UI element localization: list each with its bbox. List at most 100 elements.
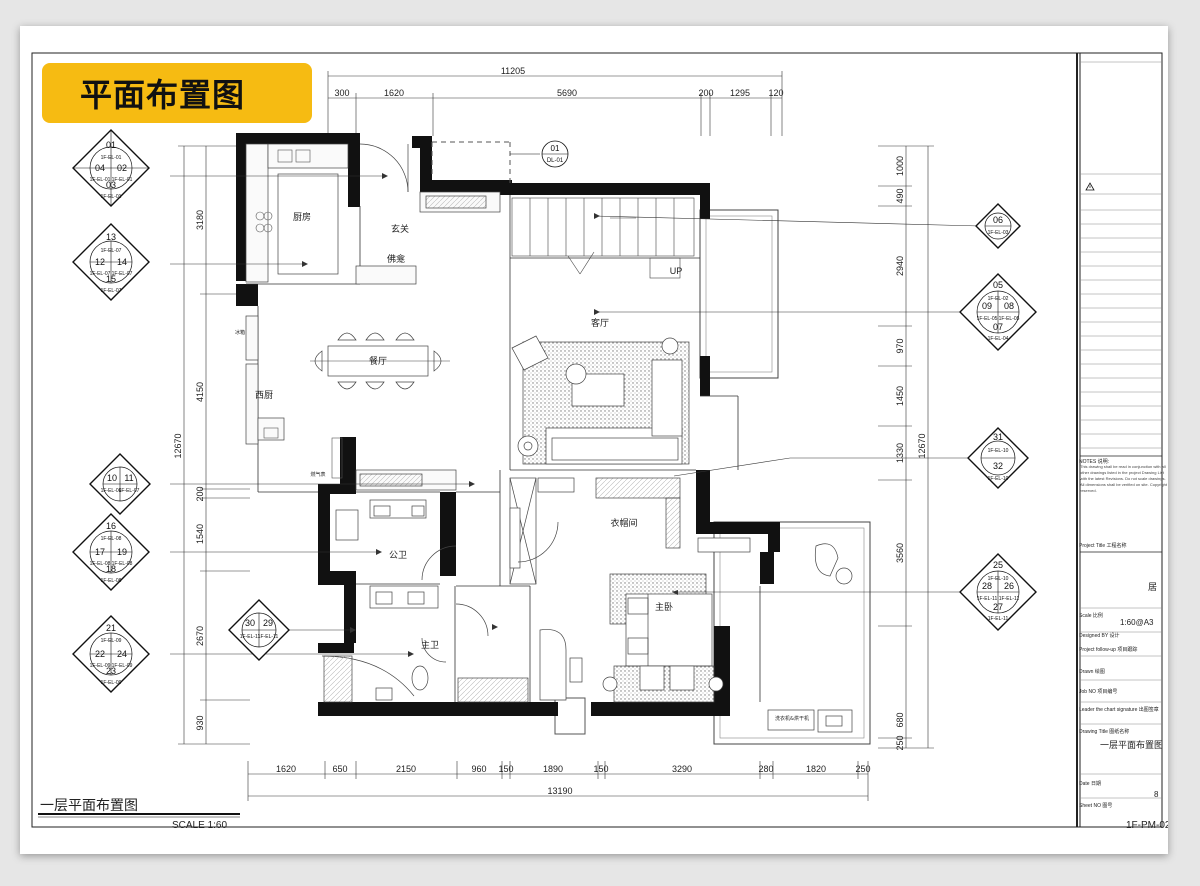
- dim-bottom-11: 250: [855, 764, 870, 774]
- dim-bottom-3: 2150: [396, 764, 416, 774]
- title-block-lines: [1080, 61, 1162, 799]
- svg-text:21: 21: [106, 623, 116, 633]
- marker-21-24: 21 1F-EL-09 22 1F-EL-09 24 1F-EL-09 23 1…: [72, 615, 150, 693]
- dim-top-2: 1620: [384, 88, 404, 98]
- dim-top-6: 120: [768, 88, 783, 98]
- doors: [359, 143, 559, 663]
- svg-text:1F-EL-02: 1F-EL-02: [988, 296, 1009, 302]
- fridge-label: 冰箱: [235, 329, 245, 336]
- marker-16-19: 16 1F-EL-08 17 1F-EL-08 19 1F-EL-08 18 1…: [72, 513, 150, 591]
- drawing-sheet: 11205 300 1620 5690 200 1295 120 1: [20, 26, 1168, 854]
- marker-06: 06 1F-EL-03: [975, 203, 1021, 249]
- svg-text:1F-EL-11: 1F-EL-11: [977, 596, 998, 602]
- dining-set: [310, 332, 450, 390]
- dim-left-2: 4150: [195, 382, 205, 402]
- svg-text:1F-EL-11: 1F-EL-11: [988, 616, 1009, 622]
- dim-left-1: 3180: [195, 210, 205, 230]
- east-balcony: [699, 209, 779, 379]
- dim-left-4: 1540: [195, 524, 205, 544]
- svg-text:13: 13: [106, 232, 116, 242]
- stair-up-label: UP: [670, 266, 683, 276]
- svg-text:03: 03: [106, 180, 116, 190]
- bottom-dimensions: [247, 761, 869, 801]
- drawn-label: Drawn 绘图: [1079, 669, 1105, 675]
- svg-text:26: 26: [1004, 581, 1014, 591]
- dim-left-5: 2670: [195, 626, 205, 646]
- footer-subtitle: 一层平面布置图: [40, 798, 138, 814]
- top-dimensions: [327, 71, 783, 136]
- sheet-number: 1F-PM-02: [1126, 820, 1168, 831]
- svg-text:1F-EL-10: 1F-EL-10: [988, 448, 1009, 454]
- bathroom-fixtures: [321, 499, 529, 703]
- dim-right-2: 490: [895, 188, 905, 203]
- date-value: 8: [1154, 790, 1159, 799]
- svg-text:09: 09: [982, 301, 992, 311]
- svg-text:1F-EL-07: 1F-EL-07: [101, 248, 122, 254]
- svg-text:14: 14: [117, 257, 127, 267]
- page-title: 平面布置图: [42, 63, 312, 123]
- bay-window: [554, 697, 586, 735]
- svg-text:30: 30: [245, 618, 255, 628]
- svg-text:16: 16: [106, 521, 116, 531]
- scale-label: Scale 比例: [1079, 613, 1103, 619]
- svg-text:32: 32: [993, 461, 1003, 471]
- dim-right-1: 1000: [895, 156, 905, 176]
- svg-text:1F-EL-11: 1F-EL-11: [999, 596, 1020, 602]
- marker-dl-01: 01 DL-01: [510, 140, 569, 168]
- dim-right-4: 970: [895, 338, 905, 353]
- svg-text:19: 19: [117, 547, 127, 557]
- room-kitchen: 厨房: [293, 211, 311, 223]
- svg-text:17: 17: [95, 547, 105, 557]
- svg-text:1F-EL-05: 1F-EL-05: [999, 316, 1020, 322]
- date-label: Date 日期: [1079, 781, 1101, 787]
- svg-text:1F-EL-05: 1F-EL-05: [977, 316, 998, 322]
- laundry-label: 洗衣机&烘干机: [775, 715, 809, 722]
- dim-top-3: 5690: [557, 88, 577, 98]
- room-western-kitchen: 西厨: [255, 390, 273, 401]
- svg-text:1F-EL-09: 1F-EL-09: [101, 638, 122, 644]
- floor-plan-drawing: 11205 300 1620 5690 200 1295 120 1: [31, 52, 1163, 831]
- svg-text:05: 05: [993, 280, 1003, 290]
- room-living: 客厅: [591, 317, 609, 329]
- dim-bottom-total: 13190: [547, 786, 572, 796]
- kitchen-cabinets: [245, 143, 349, 445]
- dim-bottom-2: 650: [332, 764, 347, 774]
- closet-furniture: [509, 477, 751, 585]
- svg-text:18: 18: [106, 564, 116, 574]
- svg-text:24: 24: [117, 649, 127, 659]
- room-master-bedroom: 主卧: [655, 601, 673, 613]
- svg-text:1F-EL-11: 1F-EL-11: [240, 634, 261, 640]
- marker-30-29: 30 1F-EL-11 29 1F-EL-11: [228, 599, 290, 661]
- svg-text:1F-EL-03: 1F-EL-03: [988, 230, 1009, 236]
- svg-text:1F-EL-07: 1F-EL-07: [90, 271, 111, 277]
- dim-right-6: 1330: [895, 443, 905, 463]
- svg-text:DL-01: DL-01: [547, 158, 564, 164]
- dim-left-6: 930: [195, 715, 205, 730]
- svg-text:1F-EL-08: 1F-EL-08: [90, 561, 111, 567]
- svg-text:29: 29: [263, 618, 273, 628]
- svg-text:15: 15: [106, 274, 116, 284]
- svg-text:01: 01: [551, 144, 560, 153]
- svg-text:1F-EL-10: 1F-EL-10: [988, 476, 1009, 482]
- dim-right-8: 680: [895, 712, 905, 727]
- svg-text:12: 12: [95, 257, 105, 267]
- svg-text:1F-EL-06: 1F-EL-06: [101, 488, 122, 494]
- sheet-label: Sheet NO 图号: [1079, 803, 1113, 809]
- dim-left-3: 200: [195, 486, 205, 501]
- svg-text:23: 23: [106, 666, 116, 676]
- dim-top-5: 1295: [730, 88, 750, 98]
- dim-top-1: 300: [334, 88, 349, 98]
- svg-text:06: 06: [993, 215, 1003, 225]
- svg-text:1F-EL-01: 1F-EL-01: [101, 155, 122, 161]
- svg-text:1F-EL-08: 1F-EL-08: [101, 578, 122, 584]
- outer-frame: [31, 52, 1163, 828]
- room-closet: 衣帽间: [610, 517, 637, 529]
- dim-right-total: 12670: [917, 433, 927, 458]
- svg-text:31: 31: [993, 432, 1003, 442]
- svg-text:1F-EL-09: 1F-EL-09: [112, 663, 133, 669]
- svg-text:04: 04: [95, 163, 105, 173]
- svg-text:11: 11: [124, 473, 133, 483]
- marker-12-15: 13 1F-EL-07 12 1F-EL-07 14 1F-EL-07 15 1…: [72, 223, 150, 301]
- footer-scale: SCALE 1:60: [172, 820, 227, 831]
- svg-text:02: 02: [117, 163, 127, 173]
